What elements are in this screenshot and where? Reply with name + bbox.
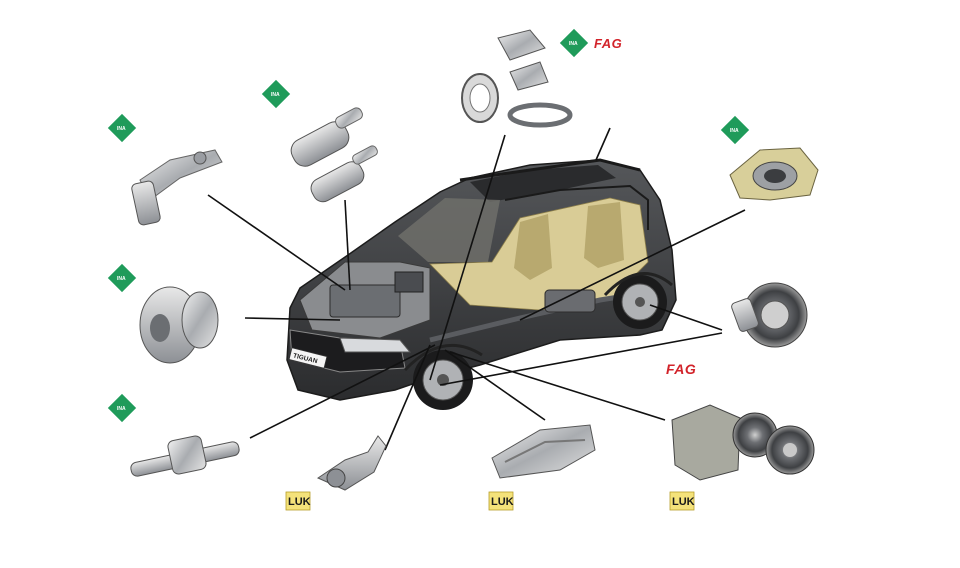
svg-text:LUK: LUK — [672, 496, 695, 508]
svg-text:LUK: LUK — [288, 496, 311, 508]
headlight — [339, 337, 412, 353]
leader-camshaft — [344, 199, 351, 291]
part-dual-mass-flywheel — [491, 424, 596, 479]
rear-wheel — [613, 275, 667, 329]
svg-text:INA: INA — [117, 276, 126, 282]
leader-release-bearing — [384, 344, 431, 451]
part-clutch-kit — [671, 404, 815, 481]
leader-sunroof — [595, 127, 611, 161]
leader-dual-mass — [444, 349, 546, 421]
side-window — [504, 184, 649, 230]
luk-logo-left: LUK — [285, 491, 311, 511]
vehicle-cutaway: TIGUAN — [286, 158, 677, 410]
leader-lines — [207, 127, 746, 451]
windshield — [398, 198, 500, 262]
sunroof — [470, 165, 616, 202]
license-plate: TIGUAN — [288, 347, 328, 369]
fag-logo-top: FAG — [594, 36, 622, 51]
battery — [394, 271, 424, 293]
part-rocker-arm — [131, 149, 223, 226]
ina-diamond-icon: INA — [261, 79, 291, 109]
leader-bearings — [429, 134, 506, 381]
fag-logo-right: FAG — [666, 361, 696, 377]
engine-block — [329, 284, 401, 318]
ina-diamond-icon: INA — [559, 28, 589, 58]
rear-wheel-arch — [603, 272, 673, 297]
part-release-bearing — [316, 435, 387, 491]
luk-logo-right: LUK — [669, 491, 695, 511]
luk-logo-center: LUK — [488, 491, 514, 511]
svg-text:INA: INA — [569, 41, 578, 47]
front-wheel-arch — [403, 343, 483, 372]
svg-text:INA: INA — [117, 406, 126, 412]
ina-diamond-icon: INA — [720, 115, 750, 145]
part-camshaft-adjuster — [290, 107, 378, 203]
roof-rail — [459, 158, 641, 182]
leader-steering — [249, 344, 436, 439]
leader-rocker-arm — [207, 194, 346, 291]
leader-wheel-hub-front — [439, 332, 723, 386]
part-wheel-hub — [731, 282, 808, 348]
svg-text:INA: INA — [117, 126, 126, 132]
rear-seat — [584, 202, 624, 268]
part-strut-mount — [729, 147, 819, 201]
leader-pulley — [244, 317, 341, 321]
front-seat — [514, 214, 552, 280]
fuel-tank — [544, 289, 596, 313]
part-bearings — [461, 29, 573, 128]
ina-diamond-icon: INA — [107, 263, 137, 293]
svg-text:LUK: LUK — [491, 496, 514, 508]
leader-wheel-hub-rear — [649, 304, 723, 331]
ina-diamond-icon: INA — [107, 393, 137, 423]
svg-text:INA: INA — [271, 92, 280, 98]
leader-strut-mount — [519, 209, 746, 321]
part-pulley — [139, 286, 219, 364]
svg-text:INA: INA — [730, 128, 739, 134]
leader-clutch — [449, 351, 666, 421]
part-ball-screw — [130, 435, 240, 477]
ina-diamond-icon: INA — [107, 113, 137, 143]
